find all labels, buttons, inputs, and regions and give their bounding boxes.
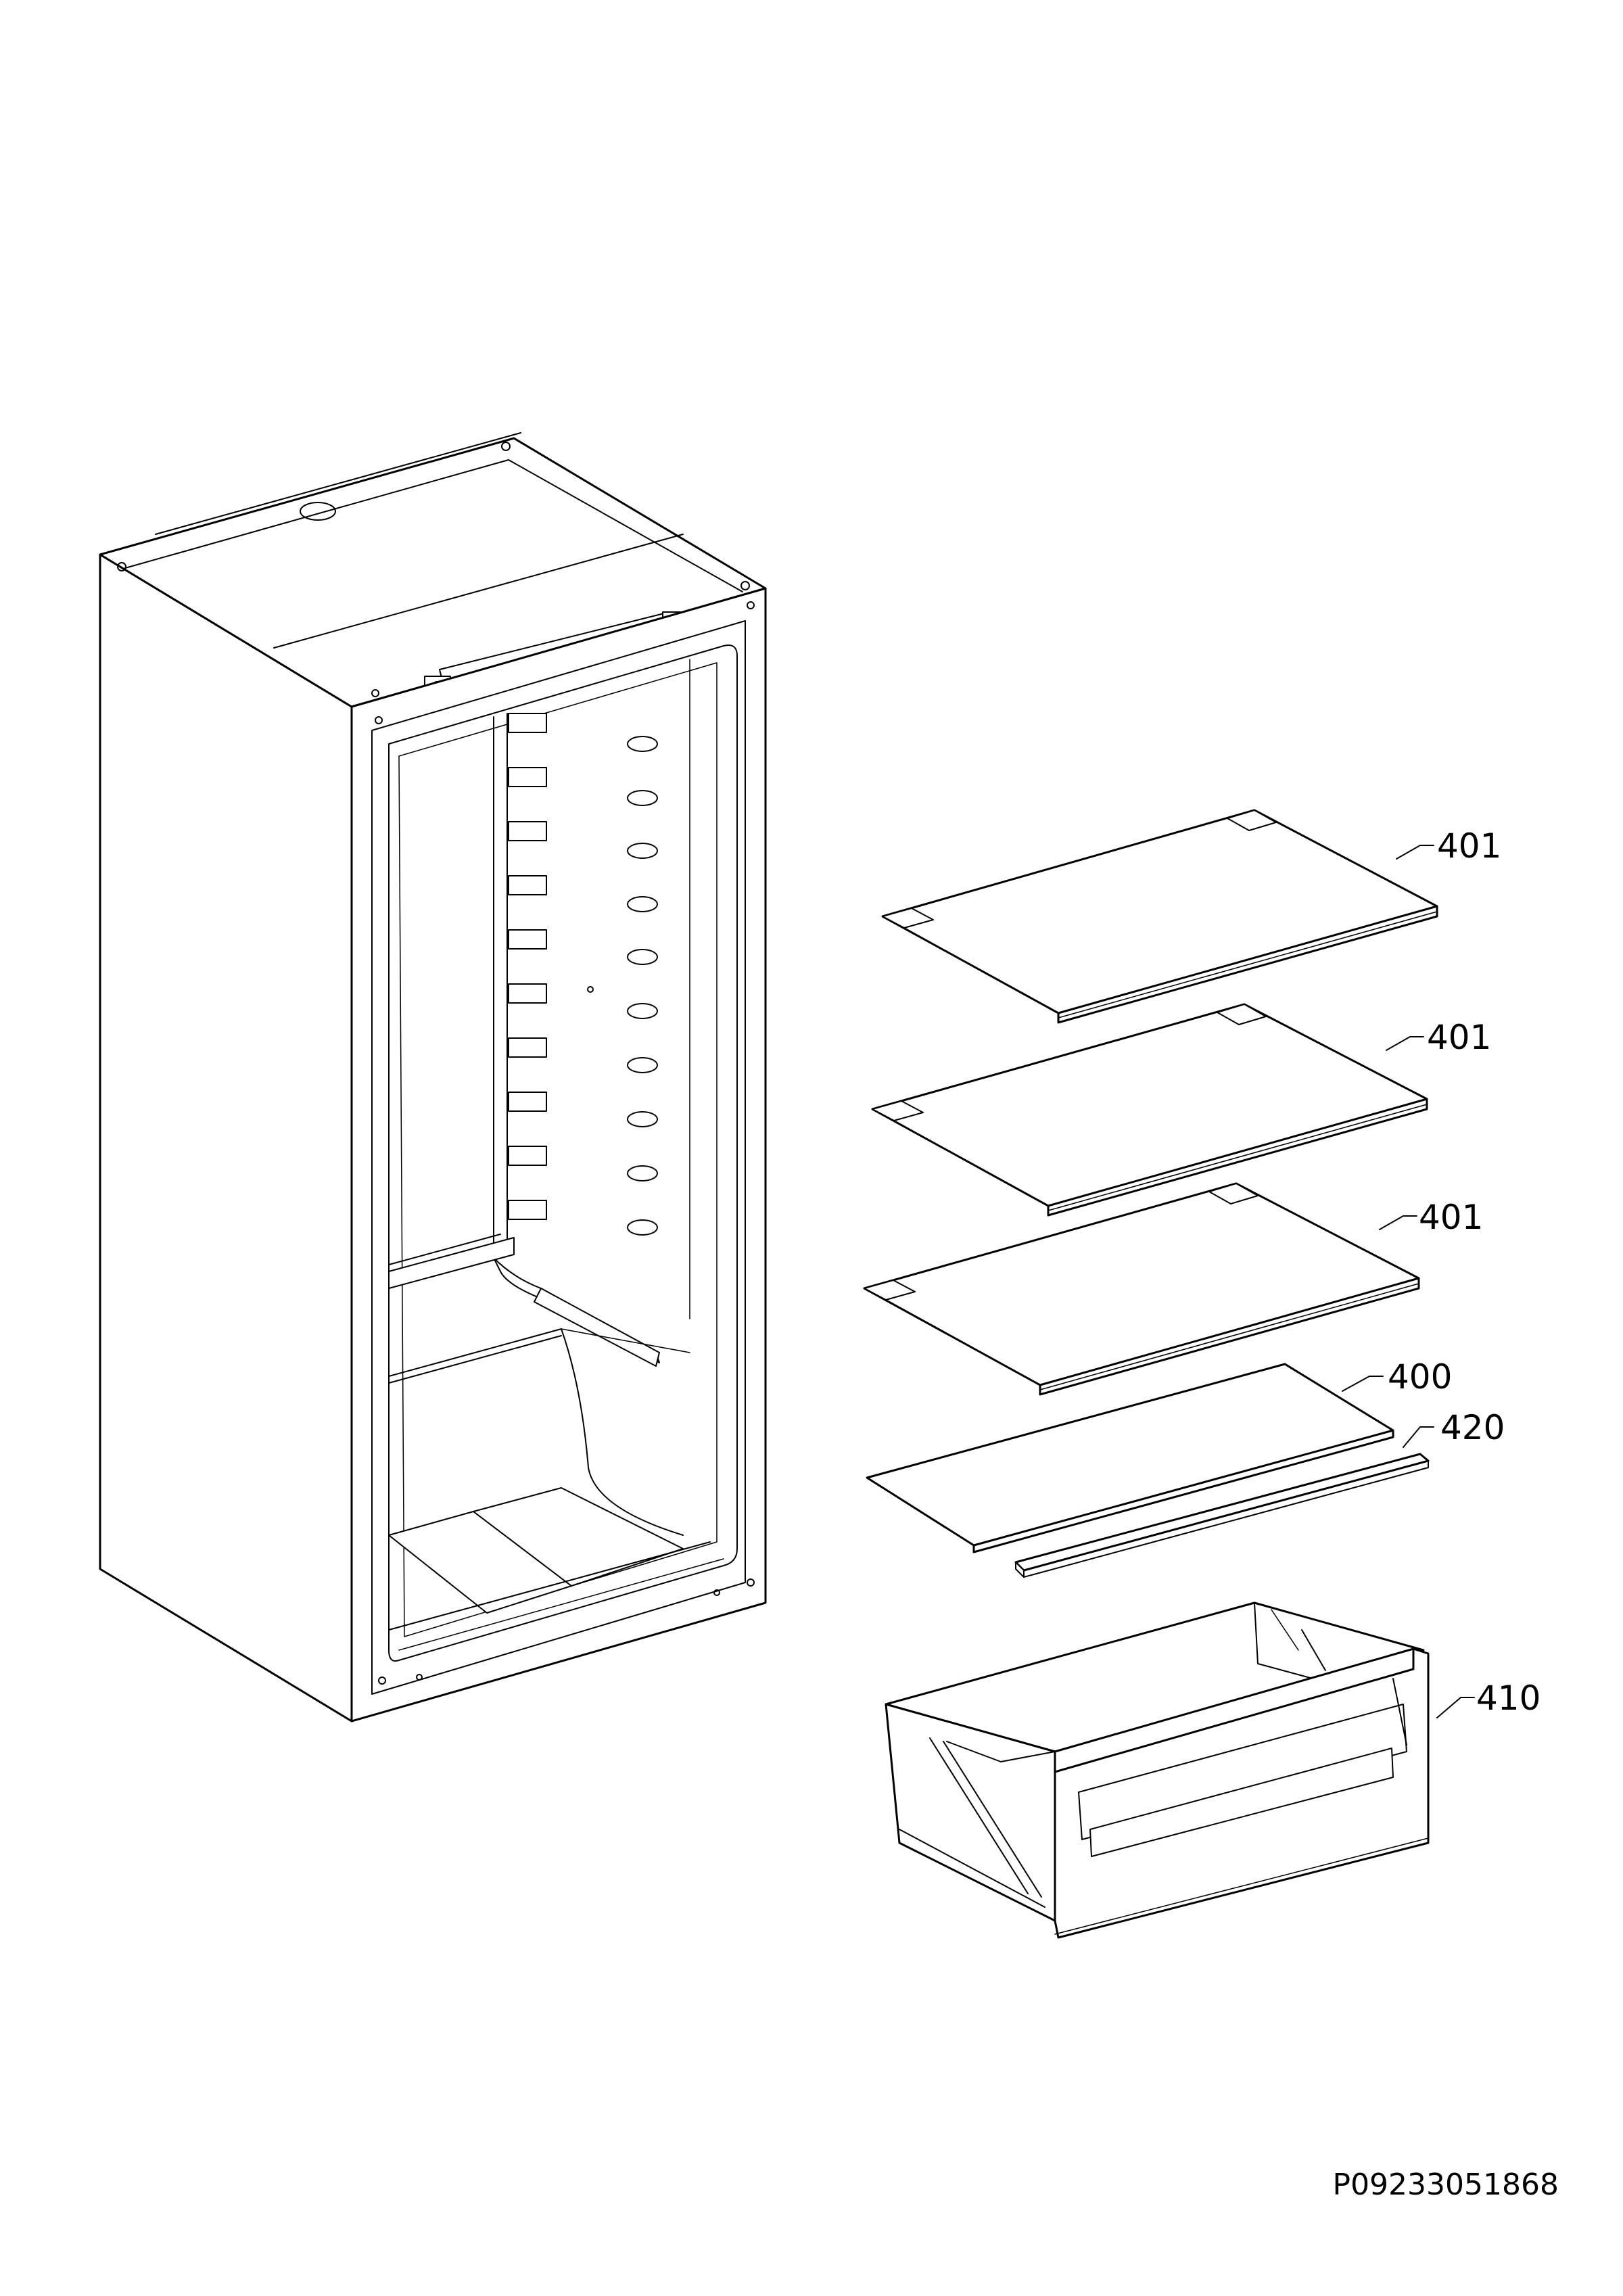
glass-shelf-middle xyxy=(871,1003,1428,1217)
glass-shelf-lower xyxy=(863,1182,1420,1396)
glass-shelf-top xyxy=(881,809,1438,1024)
callout-label: 400 xyxy=(1388,1357,1452,1397)
callout-401-lower: 401 xyxy=(1379,1198,1483,1237)
callout-label: 410 xyxy=(1476,1679,1540,1718)
cover-front-strip xyxy=(1014,1453,1430,1578)
callout-label: 420 xyxy=(1440,1408,1505,1447)
crisper-cover-panel xyxy=(866,1363,1394,1553)
callout-400: 400 xyxy=(1342,1357,1452,1397)
callout-410: 410 xyxy=(1436,1679,1540,1718)
refrigerator-cabinet xyxy=(99,432,767,1723)
callout-401-top: 401 xyxy=(1396,826,1501,866)
crisper-drawer xyxy=(885,1601,1430,1939)
callout-label: 401 xyxy=(1427,1018,1491,1057)
side-wall-bosses xyxy=(627,736,658,1236)
callout-label: 401 xyxy=(1437,826,1501,866)
callout-401-middle: 401 xyxy=(1386,1018,1491,1057)
shelf-rail-supports xyxy=(508,713,547,1220)
callout-420: 420 xyxy=(1403,1408,1505,1448)
callout-label: 401 xyxy=(1419,1198,1483,1237)
document-code: P09233051868 xyxy=(1333,2168,1559,2202)
